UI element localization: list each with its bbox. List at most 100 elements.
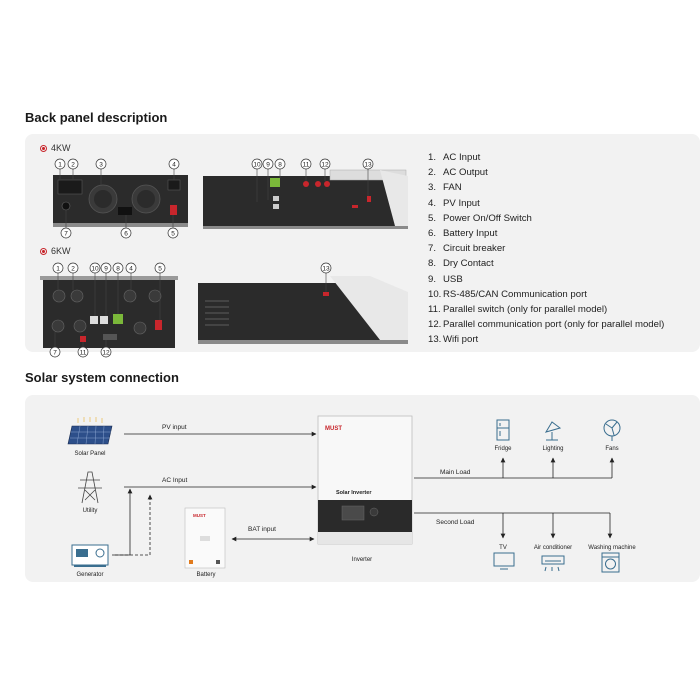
legend-number: 5.	[428, 212, 437, 224]
callout-number: 11	[303, 161, 310, 168]
inverter-4kw-back	[53, 175, 188, 227]
legend-item: 9. USB	[428, 272, 664, 287]
radio-6kw-icon	[40, 247, 47, 255]
callout-circle	[320, 262, 332, 274]
legend-number: 6.	[428, 228, 437, 240]
legend-item: 5.Power On/Off Switch	[428, 211, 664, 226]
callout-circle	[251, 158, 263, 170]
legend-number: 8.	[428, 258, 437, 270]
callout-circle	[319, 158, 331, 170]
back-panel-heading: Back panel description	[25, 110, 168, 125]
callout-circle	[60, 227, 72, 239]
load-label-washing-machine: Washing machine	[588, 545, 636, 551]
second-load-label: Second Load	[436, 519, 475, 526]
legend-label: Parallel switch (only for parallel model…	[443, 304, 608, 316]
generator-icon	[71, 544, 109, 567]
callout-number: 7	[53, 349, 57, 356]
legend-item: 10.RS-485/CAN Communication port	[428, 287, 664, 302]
legend-label: USB	[443, 273, 463, 285]
callout-circle	[54, 158, 66, 170]
callout-number: 12	[102, 349, 110, 356]
battery-unit: MUST	[184, 507, 226, 569]
legend-number: 10.	[428, 288, 442, 300]
callout-number: 10	[253, 161, 261, 168]
legend-item: 11.Parallel switch (only for parallel mo…	[428, 302, 664, 317]
callout-circle	[167, 227, 179, 239]
callout-number: 5	[171, 230, 175, 237]
legend-number: 4.	[428, 197, 437, 209]
legend-label: PV Input	[443, 197, 480, 209]
callout-number: 1	[58, 161, 62, 168]
callout-number: 12	[321, 161, 329, 168]
solar-panel-icon	[67, 417, 113, 445]
callout-circle	[362, 158, 374, 170]
tv-icon	[493, 552, 515, 570]
generator-label: Generator	[76, 572, 103, 578]
legend-item: 4. PV Input	[428, 196, 664, 211]
pv-input-label: PV input	[162, 424, 187, 431]
callout-circle	[125, 262, 137, 274]
inverter-caption: Inverter	[352, 557, 372, 563]
lighting-icon	[544, 421, 562, 441]
legend-number: 7.	[428, 243, 437, 255]
legend-label: Circuit breaker	[443, 243, 506, 255]
legend-item: 7. Circuit breaker	[428, 241, 664, 256]
washing-machine-icon	[601, 552, 620, 573]
utility-tower-icon	[78, 471, 102, 504]
legend-item: 2. AC Output	[428, 165, 664, 180]
legend-number: 2.	[428, 167, 437, 179]
solar-panel-label: Solar Panel	[74, 451, 105, 457]
callout-circle	[67, 158, 79, 170]
utility-label: Utility	[83, 508, 98, 514]
ac-input-label: AC Input	[162, 477, 187, 484]
callout-circle	[100, 346, 112, 358]
legend-number: 11.	[428, 304, 441, 316]
callout-number: 4	[172, 161, 176, 168]
load-label-fridge: Fridge	[494, 446, 512, 452]
callout-number: 13	[322, 265, 330, 272]
callout-circle	[112, 262, 124, 274]
legend-label: Wifi port	[443, 334, 479, 346]
load-label-air-conditioner: Air conditioner	[534, 545, 572, 551]
load-label-lighting: Lighting	[542, 446, 563, 452]
callout-circle	[100, 262, 112, 274]
legend-item: 13.Wifi port	[428, 332, 664, 347]
legend-number: 9.	[428, 273, 437, 285]
callout-number: 6	[124, 230, 128, 237]
callout-circle	[300, 158, 312, 170]
legend-label: Battery Input	[443, 228, 498, 240]
callout-number: 5	[158, 265, 162, 272]
fan-icon	[603, 419, 621, 441]
legend-item: 12.Parallel communication port (only for…	[428, 317, 664, 332]
callout-number: 13	[364, 161, 372, 168]
model-4kw-tag: 4KW	[40, 143, 71, 153]
bat-input-label: BAT input	[248, 526, 276, 533]
legend-number: 1.	[428, 152, 437, 163]
inverter-model: Solar Inverter	[336, 490, 372, 496]
legend-label: RS-485/CAN Communication port	[443, 288, 587, 300]
callout-circle	[52, 262, 64, 274]
legend-item: 6. Battery Input	[428, 226, 664, 241]
solar-system-heading: Solar system connection	[25, 370, 179, 385]
callout-number: 1	[56, 265, 60, 272]
callout-number: 7	[64, 230, 68, 237]
load-label-fans: Fans	[605, 446, 618, 452]
callout-circle	[77, 346, 89, 358]
callout-circle	[49, 346, 61, 358]
callout-number: 9	[266, 161, 270, 168]
main-load-label: Main Load	[440, 469, 471, 476]
load-label-tv: TV	[499, 545, 507, 551]
legend-item: 1.AC Input	[428, 150, 664, 165]
legend-label: Parallel communication port (only for pa…	[443, 319, 665, 331]
inverter-6kw-back	[40, 276, 178, 348]
callout-number: 3	[99, 161, 103, 168]
callout-circle	[168, 158, 180, 170]
legend-label: AC Output	[443, 167, 488, 179]
callout-number: 2	[71, 161, 75, 168]
callout-number: 11	[80, 349, 87, 356]
air-conditioner-icon	[541, 555, 565, 572]
